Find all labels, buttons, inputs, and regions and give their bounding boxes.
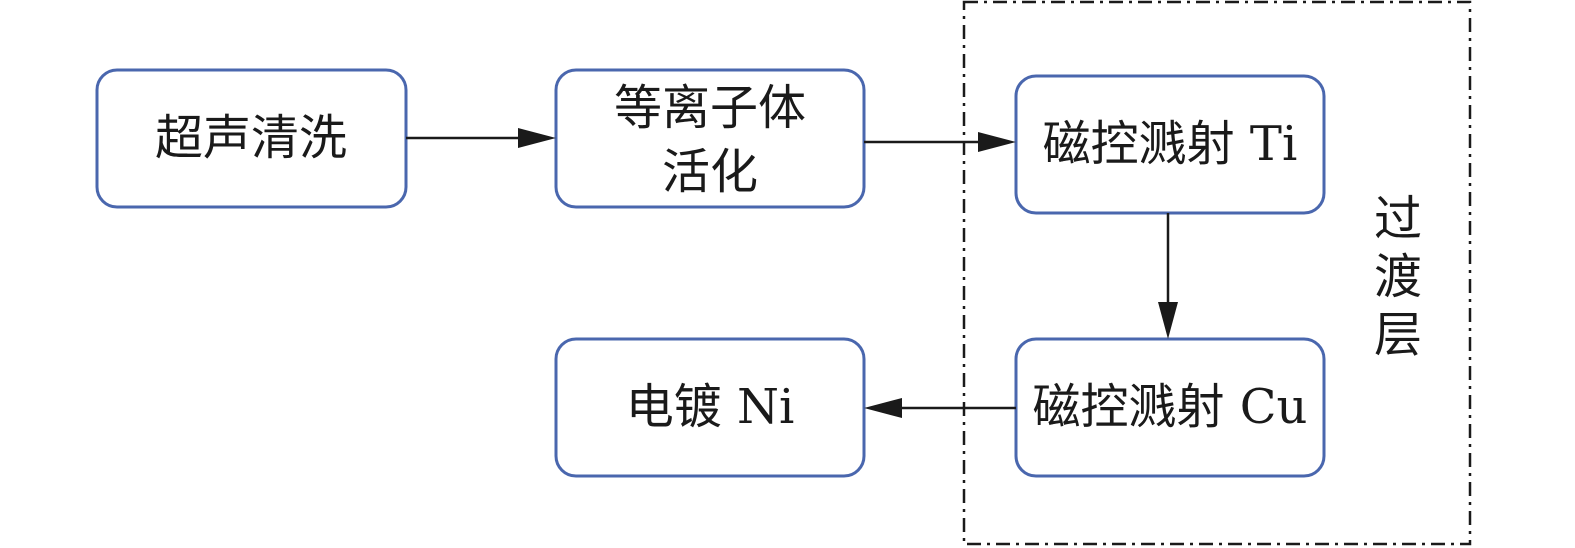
arrow-plasma-to-sputter-ti — [864, 132, 1016, 152]
arrow-sputter-cu-to-electroplate-ni — [864, 398, 1016, 418]
node-sputter-cu-label: 磁控溅射 Cu — [1033, 379, 1308, 435]
node-plasma-activation: 等离子体 活化 — [554, 68, 866, 209]
node-plasma-activation-label-line2: 活化 — [662, 144, 758, 200]
node-sputter-cu: 磁控溅射 Cu — [1014, 337, 1326, 478]
arrow-cleaning-to-plasma — [406, 128, 556, 148]
transition-layer-frame — [962, 0, 1472, 546]
arrow-sputter-ti-to-sputter-cu — [1158, 213, 1178, 339]
node-sputter-ti-label: 磁控溅射 Ti — [1043, 116, 1298, 172]
node-ultrasonic-cleaning: 超声清洗 — [95, 68, 408, 209]
node-plasma-activation-box — [554, 68, 866, 209]
transition-layer-label: 过 渡 层 — [1374, 191, 1422, 363]
node-electroplate-ni-box — [554, 337, 866, 478]
transition-layer-label-char: 层 — [1374, 307, 1422, 363]
node-electroplate-ni: 电镀 Ni — [554, 337, 866, 478]
transition-layer-label-char: 渡 — [1374, 249, 1422, 305]
node-plasma-activation-label-line1: 等离子体 — [614, 80, 806, 136]
node-sputter-ti: 磁控溅射 Ti — [1014, 74, 1326, 215]
transition-layer-label-char: 过 — [1374, 191, 1422, 247]
node-electroplate-ni-label: 电镀 Ni — [626, 379, 795, 435]
node-sputter-ti-box — [1014, 74, 1326, 215]
node-ultrasonic-cleaning-label: 超声清洗 — [155, 110, 347, 166]
